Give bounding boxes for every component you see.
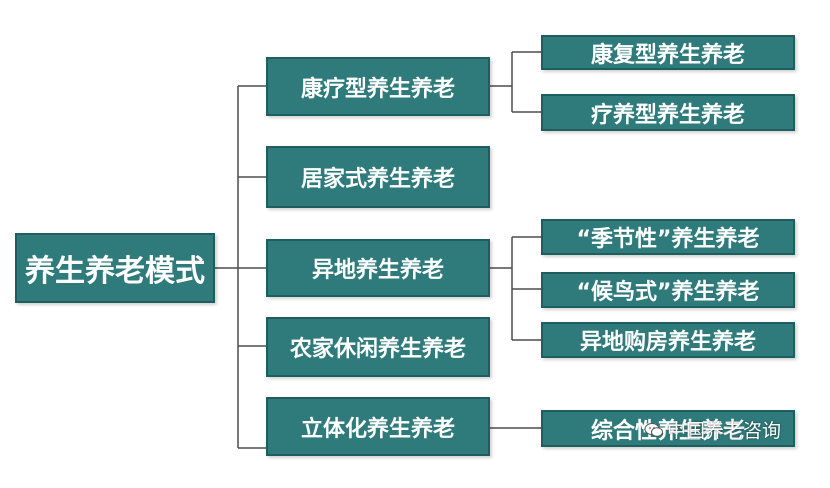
branch-node-kangliao: 康疗型养生养老 — [266, 57, 490, 116]
leaf-node-zonghexing: 综合性养生养老 — [541, 410, 795, 447]
branch-node-liti: 立体化养生养老 — [266, 397, 490, 456]
watermark: 中国养老咨询 — [644, 416, 781, 443]
leaf-node-houniaoshi: “候鸟式”养生养老 — [541, 272, 795, 308]
leaf-node-jijiexing: “季节性”养生养老 — [541, 219, 795, 255]
leaf-node-kangfu: 康复型养生养老 — [541, 35, 795, 70]
watermark-text: 中国养老咨询 — [667, 420, 782, 442]
leaf-node-yidigoufang: 异地购房养生养老 — [541, 322, 795, 358]
leaf-node-liaoyang: 疗养型养生养老 — [541, 94, 795, 131]
branch-node-jujia: 居家式养生养老 — [266, 146, 490, 208]
wechat-icon — [644, 422, 664, 438]
branch-node-yidi: 异地养生养老 — [266, 239, 490, 297]
branch-node-nongjia: 农家休闲养生养老 — [266, 317, 490, 377]
root-node: 养生养老模式 — [15, 233, 215, 303]
